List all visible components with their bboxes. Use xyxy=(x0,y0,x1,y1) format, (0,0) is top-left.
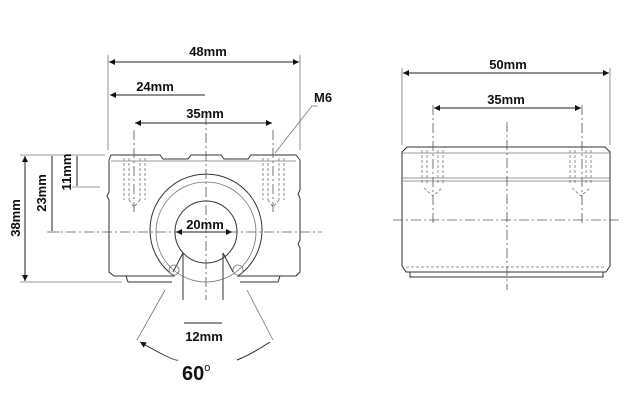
extension-lines xyxy=(20,55,301,283)
side-body-outline xyxy=(401,146,611,273)
hidden-hole-right xyxy=(262,158,285,208)
side-hidden-hole-left xyxy=(421,150,444,197)
front-view: 48mm 24mm 35mm M6 38mm 23mm 11mm 20mm 12… xyxy=(8,44,332,385)
front-body-outline xyxy=(106,154,301,277)
dim-23mm-label: 23mm xyxy=(34,174,49,212)
front-feet xyxy=(125,275,281,283)
side-foot xyxy=(409,272,604,278)
dim-20mm-label: 20mm xyxy=(186,217,224,232)
side-view: 50mm 35mm xyxy=(393,57,622,290)
dim-12mm-label: 12mm xyxy=(185,329,223,344)
side-hidden-hole-right xyxy=(569,150,592,197)
hole-centerlines xyxy=(133,130,274,215)
angle-extension-lines xyxy=(136,289,274,341)
seal-detail-left xyxy=(168,264,180,276)
hidden-hole-left xyxy=(123,158,146,208)
dim-35mm-label: 35mm xyxy=(186,106,224,121)
side-dim-35mm-label: 35mm xyxy=(487,92,525,107)
angle-arc xyxy=(140,342,271,361)
m6-leader xyxy=(274,105,318,154)
angle-label: 60o xyxy=(182,362,210,385)
thread-label: M6 xyxy=(314,90,332,105)
bearing-slot xyxy=(172,252,234,300)
dim-50mm-label: 50mm xyxy=(489,57,527,72)
side-centerlines-v xyxy=(432,105,583,290)
dim-38mm-label: 38mm xyxy=(8,199,23,237)
side-extension-lines xyxy=(401,68,611,145)
dim-48mm-label: 48mm xyxy=(189,44,227,59)
dim-24mm-label: 24mm xyxy=(136,79,174,94)
seal-detail-right xyxy=(232,264,244,276)
dim-11mm-label: 11mm xyxy=(59,154,74,191)
